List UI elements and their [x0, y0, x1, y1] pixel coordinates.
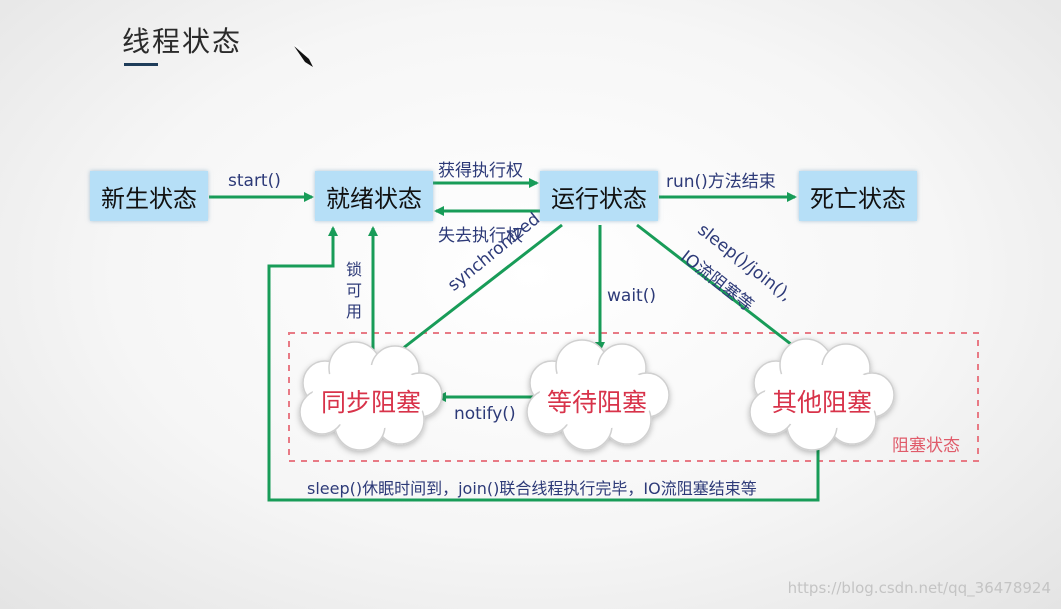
cloud-sync	[299, 341, 443, 451]
blocked-sync-label: 同步阻塞	[320, 388, 421, 417]
label-run-end: run()方法结束	[666, 172, 776, 192]
blocked-other-label: 其他阻塞	[771, 388, 872, 417]
label-wait: wait()	[607, 286, 656, 306]
cloud-wait	[526, 339, 670, 451]
label-start: start()	[228, 171, 281, 191]
label-back-to-ready: sleep()休眠时间到，join()联合线程执行完毕，IO流阻塞结束等	[307, 479, 757, 498]
pen-cursor-icon	[294, 45, 313, 67]
state-dead: 死亡状态	[799, 171, 917, 221]
watermark: https://blog.csdn.net/qq_36478924	[787, 579, 1051, 597]
title-underline	[124, 63, 158, 66]
arrow-synchronized	[391, 223, 563, 358]
label-lose-cpu: 失去执行权	[438, 226, 523, 246]
blocked-wait-label: 等待阻塞	[546, 388, 647, 417]
label-lock-available: 锁可用	[345, 260, 362, 321]
blocked-region-label: 阻塞状态	[892, 436, 960, 456]
label-get-cpu: 获得执行权	[438, 161, 523, 181]
cloud-other	[749, 338, 895, 451]
arrow-back-to-ready	[267, 226, 820, 502]
label-notify: notify()	[454, 404, 516, 424]
state-ready: 就绪状态	[315, 171, 433, 221]
arrow-sleep-join	[636, 223, 807, 357]
state-running: 运行状态	[540, 171, 658, 221]
page-title: 线程状态	[122, 25, 243, 58]
state-new: 新生状态	[90, 171, 208, 221]
